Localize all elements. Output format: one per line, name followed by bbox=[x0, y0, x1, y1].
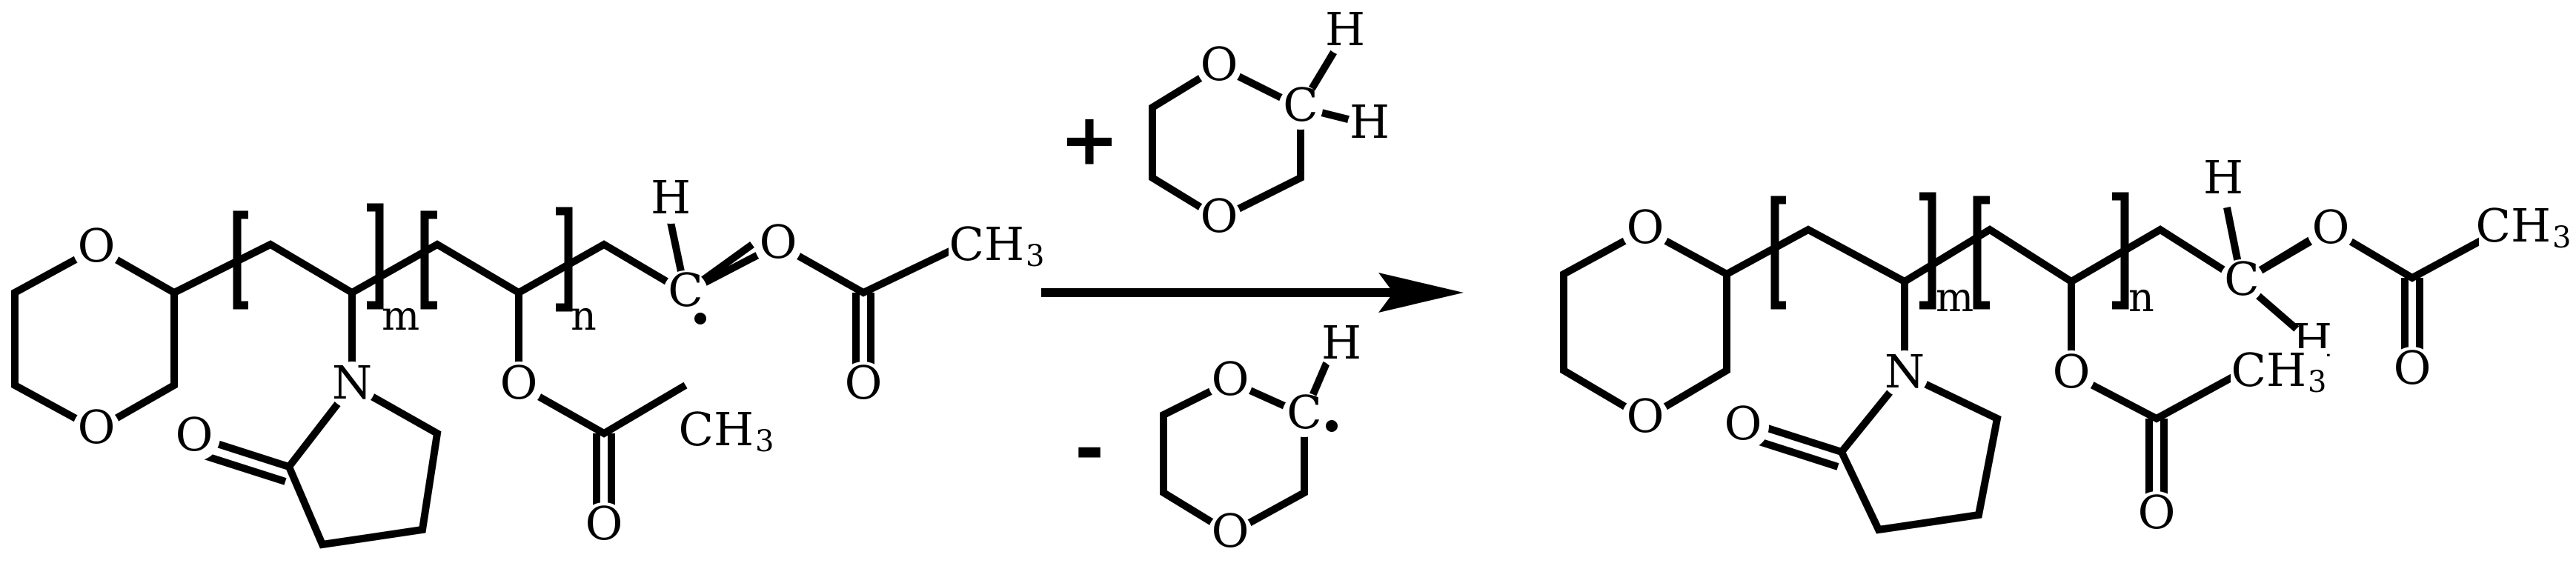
reactant-bracket-n-right bbox=[556, 207, 573, 312]
dioxane-h-top: H bbox=[1325, 2, 1365, 56]
reactant-bracket-m-right bbox=[367, 203, 384, 310]
reactant-acetate-side bbox=[515, 293, 688, 438]
reactant-structure: O O N O O O H C O O CH3 CH3 m n bbox=[11, 170, 1045, 550]
reagent-area: + - O O C H H O O C H bbox=[1041, 2, 1464, 558]
product-acetate-co-o: O bbox=[2138, 485, 2176, 539]
reactant-end-acetate bbox=[683, 240, 958, 297]
product-end-co-o: O bbox=[2394, 341, 2431, 395]
reactant-index-m: m bbox=[382, 293, 419, 339]
reactant-radical-h: H bbox=[651, 170, 691, 224]
reactant-acetate-o: O bbox=[500, 356, 538, 410]
product-bracket-n-left bbox=[1973, 196, 1990, 310]
dioxane-o-bottom: O bbox=[1201, 189, 1238, 243]
dioxane-o-top: O bbox=[1201, 37, 1238, 91]
product-n-atom: N bbox=[1885, 344, 1925, 399]
reactant-acetate-co-o: O bbox=[585, 496, 623, 550]
dioxanyl-radical-dot bbox=[1326, 420, 1338, 432]
product-bracket-n-right bbox=[2112, 192, 2129, 310]
reactant-ring-o-bottom: O bbox=[78, 400, 116, 454]
dioxanyl-o-bottom: O bbox=[1212, 504, 1249, 558]
dioxane-h-right: H bbox=[1350, 95, 1390, 149]
product-acetate-side bbox=[2068, 282, 2240, 423]
product-bracket-m-right bbox=[1919, 192, 1936, 310]
product-structure: O O N O O O H C H O O CH3 CH3 m n bbox=[1560, 150, 2572, 539]
product-index-n: n bbox=[2128, 274, 2154, 321]
product-end-o: O bbox=[2312, 200, 2350, 254]
reactant-end-ch3: CH3 bbox=[949, 217, 1045, 273]
reactant-bracket-n-left bbox=[420, 210, 437, 310]
reactant-pyrrolidone-o: O bbox=[176, 407, 213, 462]
dioxanyl-o-top: O bbox=[1212, 352, 1249, 406]
reactant-pyrrolidone-ring bbox=[285, 380, 442, 549]
product-acetate-ch3: CH3 bbox=[2231, 343, 2327, 399]
product-c-atom: C bbox=[2224, 252, 2259, 306]
minus-sign: - bbox=[1075, 407, 1104, 490]
product-h-top: H bbox=[2203, 150, 2243, 204]
product-bracket-m-left bbox=[1770, 196, 1786, 310]
dioxanyl-c: C bbox=[1287, 385, 1321, 439]
product-pyrrolidone-o: O bbox=[1724, 396, 1762, 450]
product-pyrrolidone-ring bbox=[1837, 369, 2002, 534]
reaction-arrow-head bbox=[1378, 273, 1464, 313]
dioxanyl-h: H bbox=[1321, 316, 1361, 370]
reactant-bracket-m-left bbox=[233, 210, 248, 310]
product-index-m: m bbox=[1936, 274, 1974, 321]
dioxane-c: C bbox=[1283, 78, 1318, 132]
product-end-acetate bbox=[2240, 225, 2503, 285]
reactant-index-n: n bbox=[571, 293, 597, 339]
reactant-end-o: O bbox=[760, 215, 797, 269]
plus-sign: + bbox=[1060, 98, 1119, 181]
reactant-radical-dot bbox=[694, 313, 706, 324]
product-ring-o-bottom: O bbox=[1627, 389, 1664, 443]
product-acetate-o: O bbox=[2053, 344, 2091, 399]
product-ring-o-top: O bbox=[1627, 200, 1664, 254]
product-end-ch3: CH3 bbox=[2476, 199, 2572, 255]
reactant-end-co-o: O bbox=[845, 356, 883, 410]
reactant-ring-o-top: O bbox=[78, 219, 116, 273]
reactant-n-atom: N bbox=[332, 356, 372, 410]
reactant-acetate-ch3: CH3 bbox=[679, 402, 774, 459]
reactant-radical-c: C bbox=[668, 263, 703, 317]
